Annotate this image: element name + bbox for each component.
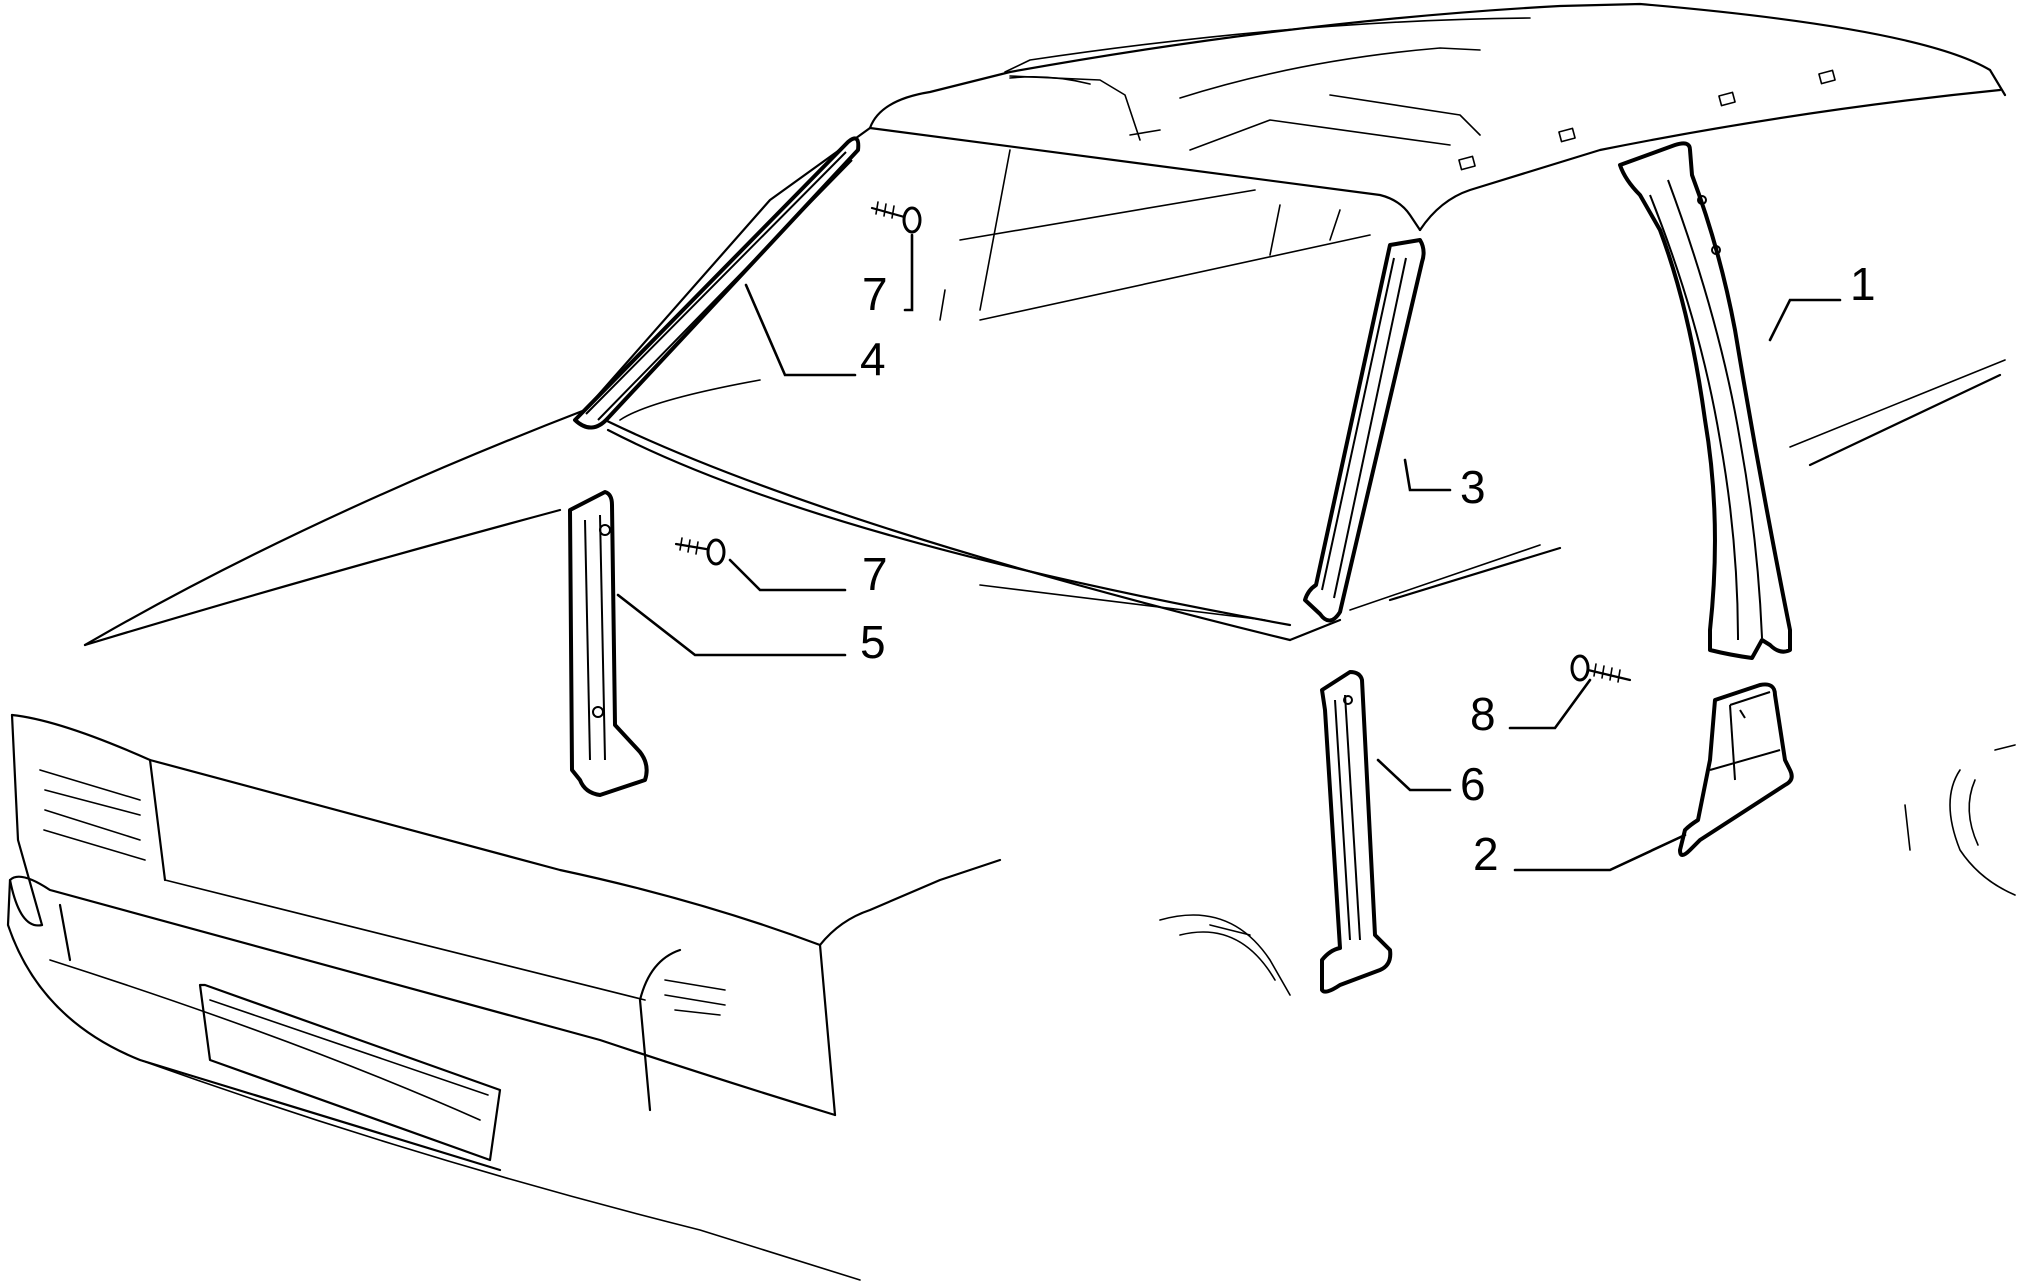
screw-7-upper bbox=[870, 201, 922, 234]
callout-3: 3 bbox=[1460, 461, 1486, 513]
leader-6 bbox=[1376, 758, 1452, 792]
callout-labels: 1 2 3 4 5 6 7 7 8 bbox=[860, 258, 1876, 880]
callout-8: 8 bbox=[1470, 688, 1496, 740]
callout-7-upper: 7 bbox=[862, 268, 888, 320]
leader-8 bbox=[1508, 678, 1592, 730]
callout-4: 4 bbox=[860, 333, 886, 385]
callout-5: 5 bbox=[860, 616, 886, 668]
callout-1: 1 bbox=[1850, 258, 1876, 310]
leader-2 bbox=[1513, 833, 1687, 872]
part-5-lower-pillar-trim bbox=[568, 490, 649, 797]
leader-5 bbox=[616, 593, 847, 657]
leader-1 bbox=[1768, 298, 1842, 342]
callout-6: 6 bbox=[1460, 758, 1486, 810]
callout-2: 2 bbox=[1473, 828, 1499, 880]
leader-lines bbox=[616, 233, 1842, 872]
leader-7-lower bbox=[728, 558, 847, 592]
screw-8 bbox=[1570, 654, 1632, 683]
part-2-b-pillar-base-trim bbox=[1678, 682, 1794, 857]
leader-4 bbox=[744, 283, 857, 377]
screw-7-lower bbox=[674, 537, 726, 566]
leader-3 bbox=[1403, 458, 1452, 492]
part-6-b-pillar-lower-trim bbox=[1320, 670, 1393, 994]
part-4-pillar-trim bbox=[573, 136, 861, 430]
car-body-outline bbox=[6, 2, 2016, 1281]
leader-7-upper bbox=[903, 233, 914, 312]
part-3-a-pillar-trim bbox=[1303, 238, 1426, 623]
callout-7-lower: 7 bbox=[862, 548, 888, 600]
part-1-b-pillar-upper-trim bbox=[1618, 141, 1792, 660]
